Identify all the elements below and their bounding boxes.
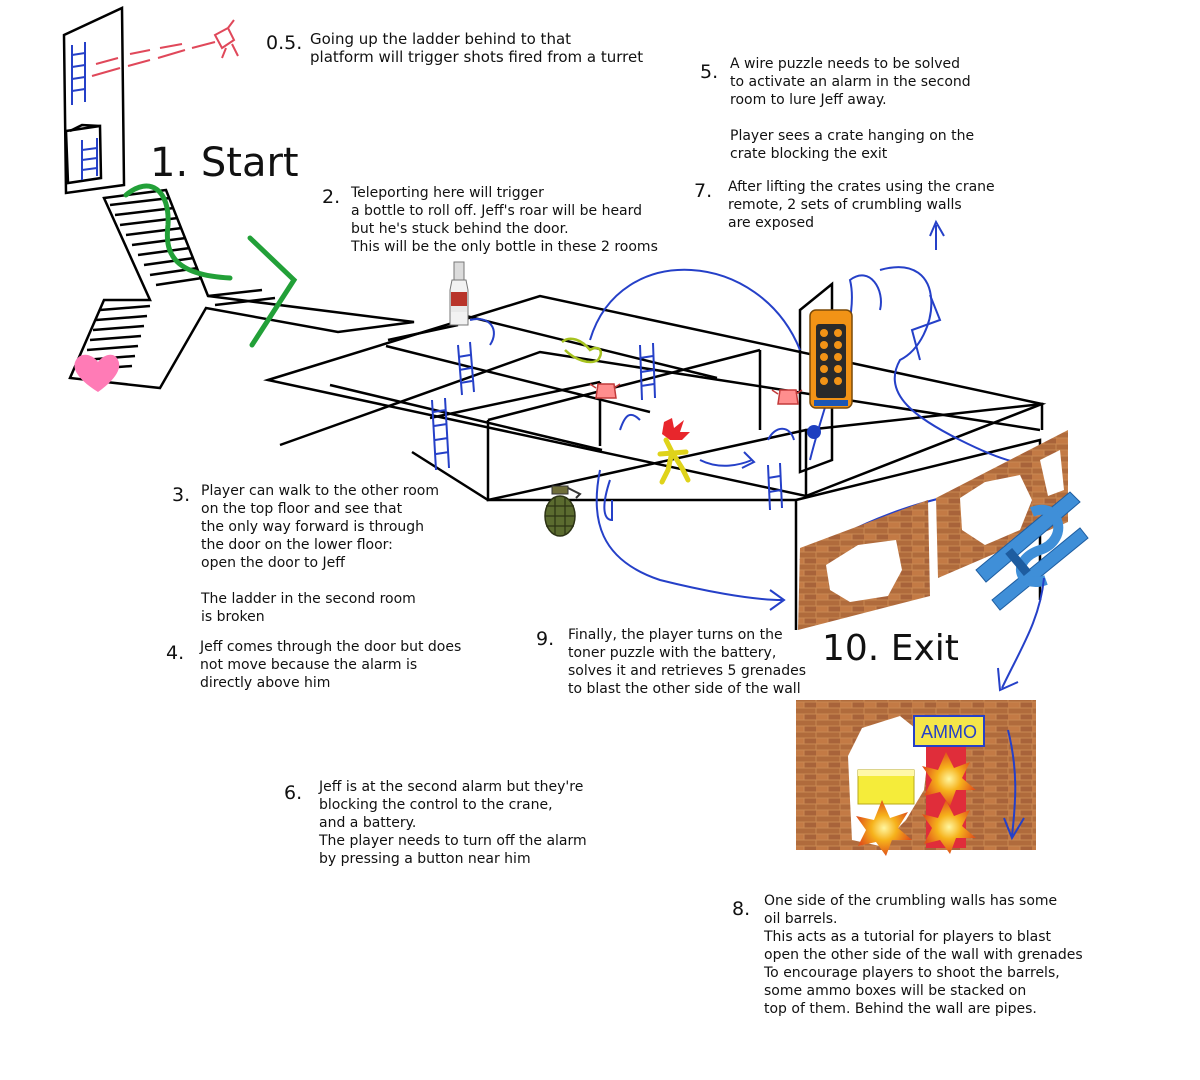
wire-puzzle-sketch: [561, 337, 603, 364]
note-body: Jeff comes through the door but does not…: [200, 639, 462, 691]
ladder-sketches: [431, 341, 783, 511]
note-number: 6.: [284, 782, 303, 804]
heading-exit: 10. Exit: [822, 628, 959, 669]
explosion-icon: [922, 752, 976, 806]
crumbling-wall-2: [936, 430, 1068, 578]
crane-remote-icon: [809, 309, 853, 409]
exit-arrow: [997, 577, 1045, 692]
alarm-icon-room-1: [589, 383, 621, 399]
note-body: Going up the ladder behind to that platf…: [310, 30, 644, 66]
note-number: 7.: [694, 180, 713, 202]
explosion-icon: [856, 800, 912, 856]
ammo-box-label: AMMO: [921, 722, 977, 742]
note-body: Jeff is at the second alarm but they're …: [319, 779, 587, 867]
note-body: One side of the crumbling walls has some…: [764, 893, 1083, 1017]
note-body: After lifting the crates using the crane…: [728, 179, 995, 231]
note-number: 9.: [536, 628, 555, 650]
turret-shots: [91, 19, 239, 77]
crumbling-wall-1: [798, 500, 930, 630]
note-body: A wire puzzle needs to be solved to acti…: [730, 56, 975, 162]
note-number: 3.: [172, 484, 191, 506]
heading-start: 1. Start: [150, 140, 299, 186]
start-path-arrow: [123, 183, 298, 348]
note-number: 5.: [700, 61, 719, 83]
barrel-wall-detail: AMMO: [796, 700, 1036, 856]
note-number: 2.: [322, 186, 341, 208]
alarm-button: [807, 425, 821, 439]
explosion-icon: [922, 800, 976, 854]
stairs: [68, 188, 415, 390]
jeff-figure: [657, 418, 691, 485]
building-outline: [263, 281, 1047, 630]
note-number: 8.: [732, 898, 751, 920]
note-number: 4.: [166, 642, 185, 664]
note-body: Player can walk to the other room on the…: [201, 483, 439, 625]
start-tower: [62, 6, 126, 195]
start-ladder-icons: [71, 42, 98, 180]
pipes-icon: [975, 491, 1089, 611]
heart-icon: [74, 354, 120, 392]
grenade-icon: [544, 485, 582, 537]
note-body: Teleporting here will trigger a bottle t…: [351, 185, 658, 255]
alarm-icon-room-2: [771, 389, 803, 405]
note-body: Finally, the player turns on the toner p…: [568, 627, 807, 697]
bottle-icon: [449, 261, 469, 326]
note-number: 0.5.: [266, 32, 303, 54]
